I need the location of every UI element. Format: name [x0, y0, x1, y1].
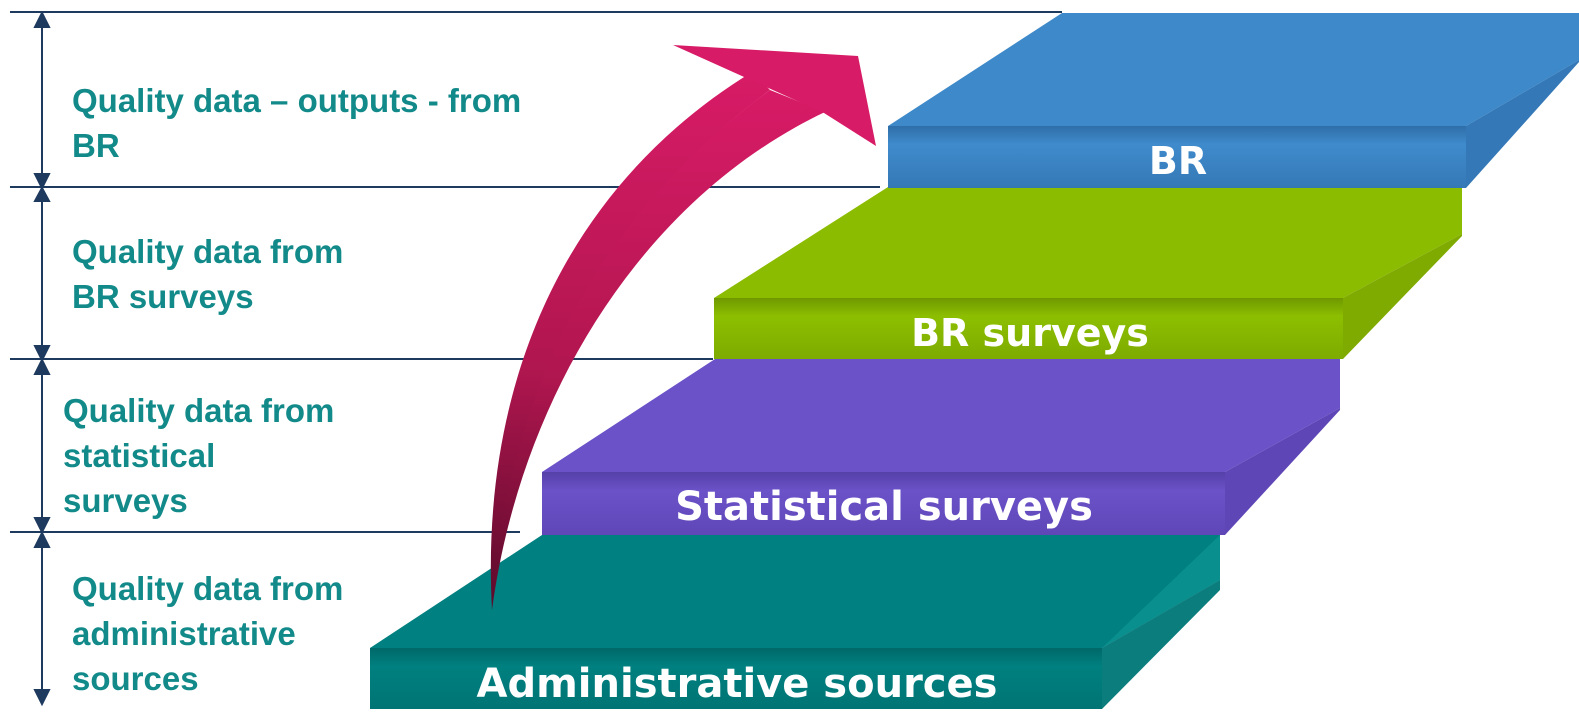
step-front-face [714, 298, 1343, 359]
level-lines [10, 11, 1062, 533]
step-label-statistical-surveys: Statistical surveys [675, 484, 1093, 530]
step-side-face [1343, 234, 1462, 359]
step-front-face [888, 126, 1466, 188]
step-top-face [888, 13, 1579, 126]
step-side-face-lower [1102, 580, 1220, 709]
step-top-face [542, 359, 1340, 472]
level-label-administrative-sources: Quality data from administrative sources [72, 570, 344, 697]
step-top-face [714, 187, 1462, 298]
curved-arrow-shaft [490, 72, 770, 610]
level-arrow-4 [33, 530, 51, 707]
step-label-br: BR [1149, 139, 1207, 183]
step-front-face [370, 648, 1102, 709]
level-label-outputs: Quality data – outputs - from BR [72, 82, 522, 164]
step-administrative-sources [370, 535, 1220, 709]
step-br [888, 13, 1579, 188]
step-label-administrative-sources: Administrative sources [477, 661, 998, 707]
step-statistical-surveys [542, 359, 1340, 535]
level-arrow-1 [33, 10, 51, 191]
level-label-br-surveys: Quality data from BR surveys [72, 233, 344, 315]
step-side-face [1466, 60, 1579, 188]
step-label-br-surveys: BR surveys [911, 311, 1149, 355]
step-side-face [1225, 408, 1340, 535]
curved-arrow-shaft-inner [492, 90, 825, 610]
level-arrows [33, 10, 51, 707]
step-side-face [1102, 535, 1220, 648]
level-label-statistical-surveys: Quality data from statistical surveys [63, 392, 335, 519]
level-arrow-2 [33, 185, 51, 363]
step-top-face [370, 535, 1220, 648]
step-br-surveys [714, 187, 1462, 359]
level-arrow-3 [33, 357, 51, 535]
step-front-face [542, 472, 1225, 535]
curved-arrow [490, 45, 876, 610]
curved-arrow-head [673, 45, 876, 146]
